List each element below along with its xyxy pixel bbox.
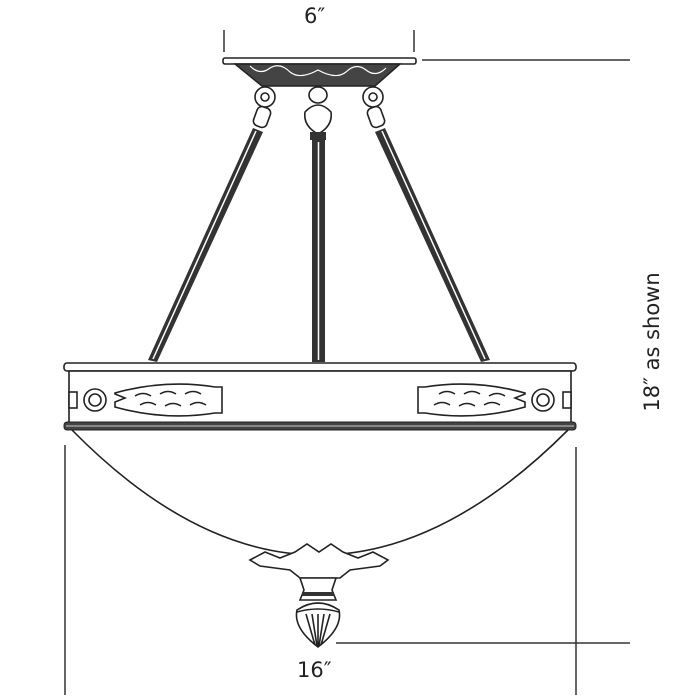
support-rods (148, 128, 490, 362)
dimension-lines (64, 30, 630, 695)
canopy-width-label: 6″ (304, 4, 326, 28)
glass-bowl (71, 429, 569, 556)
canopy (222, 57, 417, 140)
decorative-band (63, 362, 577, 431)
bottom-finial (248, 543, 390, 649)
overall-height-label: 18″ as shown (640, 272, 664, 412)
fixture-width-label: 16″ (297, 658, 332, 682)
